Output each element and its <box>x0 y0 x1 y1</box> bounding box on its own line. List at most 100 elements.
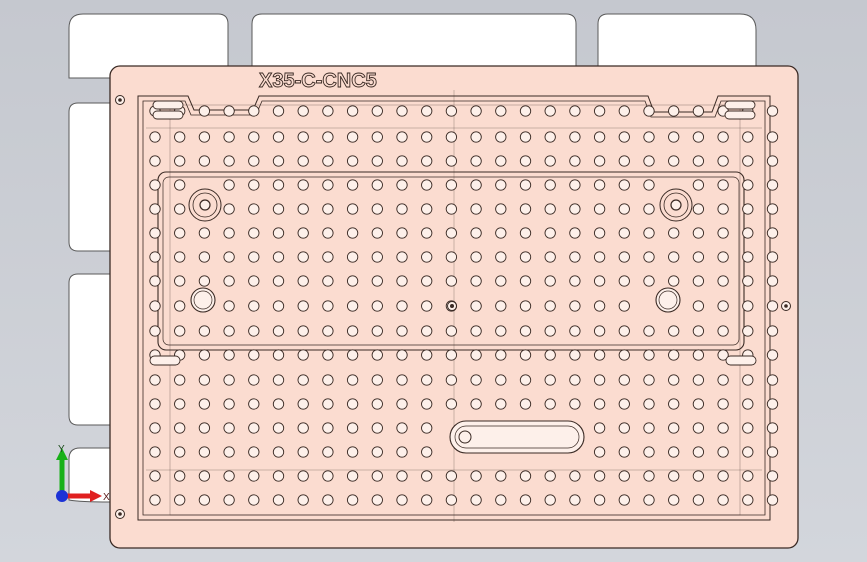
clamp-hole <box>322 227 334 239</box>
clamp-hole <box>322 251 334 263</box>
clamp-hole <box>346 131 359 143</box>
clamp-hole <box>519 349 532 361</box>
fixture-plate[interactable] <box>109 65 799 549</box>
center-hole <box>447 301 457 311</box>
clamp-hole <box>692 446 705 458</box>
clamp-hole <box>569 179 581 191</box>
clamp-hole <box>569 398 581 410</box>
clamp-hole <box>717 300 729 312</box>
clamp-hole <box>371 374 383 386</box>
clamp-hole <box>593 155 606 167</box>
clamp-hole <box>371 275 383 287</box>
clamp-hole <box>346 275 359 287</box>
clamp-hole <box>593 300 606 312</box>
clamp-hole <box>668 155 680 167</box>
clamp-hole <box>593 131 606 143</box>
clamp-hole <box>593 349 606 361</box>
dowel-hole-inner <box>193 290 213 310</box>
clamp-hole <box>248 251 260 263</box>
clamp-hole <box>717 155 729 167</box>
clamp-hole <box>544 251 556 263</box>
clamp-hole <box>272 349 285 361</box>
clamp-hole <box>371 422 383 434</box>
clamp-hole <box>668 251 680 263</box>
clamp-hole <box>445 275 458 287</box>
clamp-hole <box>198 227 211 239</box>
locating-hole <box>670 199 682 211</box>
clamp-hole <box>248 446 260 458</box>
clamp-hole <box>248 300 260 312</box>
clamp-hole <box>272 446 285 458</box>
clamp-hole <box>495 251 507 263</box>
clamp-hole <box>421 179 433 191</box>
clamp-hole <box>149 325 161 337</box>
clamp-hole <box>643 155 655 167</box>
clamp-hole <box>421 470 433 482</box>
clamp-hole <box>198 398 211 410</box>
clamp-hole <box>322 275 334 287</box>
clamp-hole <box>544 374 556 386</box>
clamp-hole <box>569 203 581 215</box>
clamp-hole <box>742 275 754 287</box>
clamp-hole <box>495 179 507 191</box>
clamp-hole <box>643 251 655 263</box>
clamp-hole <box>618 470 630 482</box>
clamp-hole <box>223 422 235 434</box>
clamp-hole <box>272 227 285 239</box>
clamp-hole <box>322 374 334 386</box>
clamp-hole <box>396 398 408 410</box>
clamp-hole <box>692 398 705 410</box>
clamp-hole <box>272 422 285 434</box>
clamp-hole <box>223 275 235 287</box>
clamp-hole <box>198 155 211 167</box>
clamp-hole <box>717 179 729 191</box>
clamp-hole <box>396 494 408 506</box>
clamp-hole <box>248 470 260 482</box>
clamp-hole <box>470 494 482 506</box>
clamp-hole <box>149 446 161 458</box>
clamp-hole <box>272 470 285 482</box>
clamp-hole <box>297 251 309 263</box>
clamp-hole <box>742 227 754 239</box>
clamp-hole <box>174 179 186 191</box>
mounting-hole-center <box>118 98 122 102</box>
clamp-hole <box>668 494 680 506</box>
locating-hole <box>199 199 211 211</box>
clamp-hole <box>495 470 507 482</box>
clamp-hole <box>396 349 408 361</box>
clamp-hole <box>495 494 507 506</box>
clamp-hole <box>421 374 433 386</box>
clamp-hole <box>618 300 630 312</box>
clamp-hole <box>618 203 630 215</box>
clamp-hole <box>668 446 680 458</box>
clamp-hole <box>643 105 655 117</box>
clamp-hole <box>766 374 779 386</box>
clamp-hole <box>149 155 161 167</box>
clamp-hole <box>248 105 260 117</box>
clamp-hole <box>470 300 482 312</box>
clamp-hole <box>421 422 433 434</box>
clamp-hole <box>470 131 482 143</box>
clamp-hole <box>495 398 507 410</box>
clamp-hole <box>569 227 581 239</box>
clamp-hole <box>297 300 309 312</box>
clamp-hole <box>643 422 655 434</box>
clamp-hole <box>495 349 507 361</box>
clamp-hole <box>297 325 309 337</box>
clamp-hole <box>668 131 680 143</box>
clamp-hole <box>272 300 285 312</box>
clamp-hole <box>618 275 630 287</box>
clamp-hole <box>445 227 458 239</box>
clamp-hole <box>421 155 433 167</box>
clamp-hole <box>618 398 630 410</box>
clamp-hole <box>371 105 383 117</box>
counterbore-ring <box>192 192 218 218</box>
clamp-hole <box>297 131 309 143</box>
clamp-hole <box>346 251 359 263</box>
clamp-hole <box>470 155 482 167</box>
clamp-hole <box>223 105 235 117</box>
clamp-hole <box>618 179 630 191</box>
clamp-hole <box>346 422 359 434</box>
